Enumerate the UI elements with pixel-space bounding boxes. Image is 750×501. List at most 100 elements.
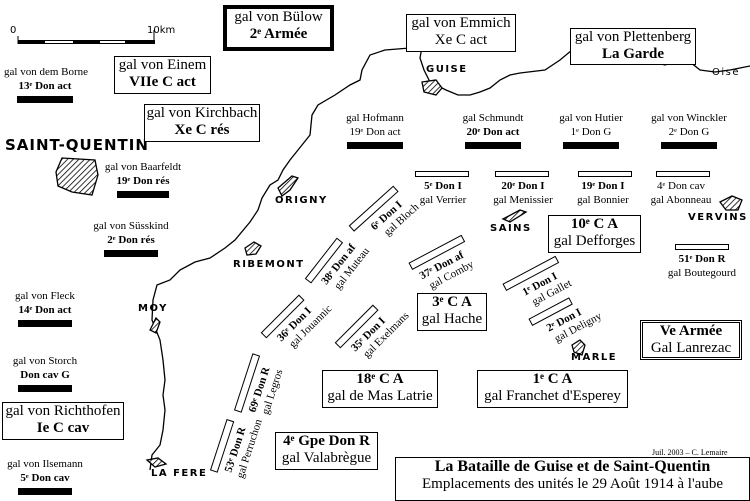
unit-general: gal Verrier (419, 193, 467, 206)
unit-general: gal von Ilsemann (7, 458, 83, 470)
box-hache: 3ᵉ C A gal Hache (417, 293, 487, 331)
box-mas-latrie-unit: 18ᵉ C A (356, 371, 404, 387)
box-richthofen-unit: Ie C cav (36, 420, 90, 437)
unit-general: gal von Storch (12, 355, 78, 367)
unit-name: 19ᵉ Don rés (116, 174, 170, 187)
unit-name: 4ᵉ Don cav (656, 180, 706, 192)
french-unit: 19ᵉ Don I gal Bonnier (570, 180, 636, 208)
box-plettenberg: gal von Plettenberg La Garde (570, 28, 696, 65)
town-vervins: VERVINS (688, 212, 748, 223)
origny-town-shape (277, 175, 300, 197)
box-emmich: gal von Emmich Xe C act (406, 14, 516, 52)
box-valabregue-unit: 4ᵉ Gpe Don R (283, 433, 370, 449)
la-fere-town-shape (145, 457, 168, 468)
river-label: Oise (712, 67, 741, 78)
german-unit-bar (18, 487, 72, 495)
box-richthofen: gal von Richthofen Ie C cav (2, 402, 124, 440)
town-marle: MARLE (571, 352, 618, 363)
box-franchet: 1ᵉ C A gal Franchet d'Esperey (477, 370, 628, 408)
german-unit-bar (18, 384, 72, 392)
unit-general: gal von Süsskind (93, 220, 169, 232)
unit-name: 51ᵉ Don R (678, 253, 726, 265)
german-unit-bar (17, 95, 73, 103)
scale-start-label: 0 (10, 25, 17, 36)
guise-town-shape (421, 79, 443, 96)
box-defforges-general: gal Defforges (553, 233, 636, 250)
box-einem: gal von Einem VIIe C act (114, 56, 211, 94)
unit-name: Don cav G (20, 368, 70, 381)
german-unit-bar (104, 249, 158, 257)
vervins-town-shape (719, 195, 743, 211)
unit-general: gal Hofmann (346, 112, 404, 124)
town-origny: ORIGNY (275, 195, 328, 206)
french-unit-bar (656, 171, 710, 177)
unit-general: gal Boutegourd (667, 266, 737, 279)
town-sains: SAINS (490, 223, 532, 234)
map-title: La Bataille de Guise et de Saint-Quentin (434, 458, 711, 475)
french-unit-bar (578, 171, 632, 177)
unit-general: gal von Fleck (15, 290, 75, 302)
french-unit-bar (675, 244, 729, 250)
town-la-fere: LA FERE (151, 468, 208, 479)
unit-name: 20ᵉ Don act (466, 125, 520, 138)
credit-text: Juil. 2003 – C. Lemaire (652, 448, 728, 457)
unit-general: gal Schmundt (462, 112, 524, 124)
box-bulow-unit: 2ᵉ Armée (249, 26, 308, 43)
german-unit-bar (18, 319, 72, 327)
unit-name: 2ᵉ Don G (668, 125, 710, 138)
box-einem-unit: VIIe C act (129, 74, 196, 91)
german-unit: gal von Ilsemann 5ᵉ Don cav (4, 458, 86, 495)
unit-name: 13ᵉ Don act (18, 79, 72, 92)
unit-general: gal Bonnier (577, 193, 629, 206)
box-lanrezac: Ve Armée Gal Lanrezac (640, 320, 742, 360)
saint-quentin-town-shape (55, 157, 99, 196)
unit-general: gal von Baarfeldt (104, 161, 182, 173)
box-emmich-unit: Xe C act (434, 32, 488, 49)
french-unit-bar (495, 171, 549, 177)
box-franchet-unit: 1ᵉ C A (532, 371, 573, 387)
unit-general: gal von Hutier (559, 112, 623, 124)
town-guise: GUISE (426, 64, 468, 75)
box-plettenberg-general: gal von Plettenberg (574, 29, 692, 45)
box-plettenberg-unit: La Garde (601, 46, 665, 63)
unit-name: 20ᵉ Don I (501, 180, 545, 192)
french-unit: 4ᵉ Don cav gal Abonneau (648, 180, 714, 208)
box-kirchbach-unit: Xe C rés (174, 122, 230, 139)
box-kirchbach: gal von Kirchbach Xe C rés (144, 104, 260, 142)
unit-name: 1ᵉ Don G (570, 125, 612, 138)
german-unit: gal von Winckler 2ᵉ Don G (646, 112, 732, 149)
french-unit: 20ᵉ Don I gal Menissier (490, 180, 556, 208)
german-unit: gal von Süsskind 2ᵉ Don rés (90, 220, 172, 257)
box-franchet-general: gal Franchet d'Esperey (484, 388, 621, 405)
unit-name: 19ᵉ Don I (581, 180, 625, 192)
box-mas-latrie: 18ᵉ C A gal de Mas Latrie (322, 370, 438, 408)
box-hache-general: gal Hache (421, 311, 483, 328)
french-unit: 5ᵉ Don I gal Verrier (410, 180, 476, 208)
box-defforges: 10ᵉ C A gal Defforges (548, 215, 641, 253)
german-unit: gal Schmundt 20ᵉ Don act (450, 112, 536, 149)
box-lanrezac-general: Gal Lanrezac (650, 340, 732, 357)
unit-name: 14ᵉ Don act (18, 303, 72, 316)
box-einem-general: gal von Einem (118, 57, 207, 73)
french-unit-bar (415, 171, 469, 177)
unit-name: 19ᵉ Don act (349, 125, 401, 138)
box-hache-unit: 3ᵉ C A (432, 294, 472, 310)
german-unit: gal von Hutier 1ᵉ Don G (548, 112, 634, 149)
town-ribemont: RIBEMONT (233, 259, 305, 270)
box-bulow-general: gal von Bülow (234, 9, 323, 25)
moy-town-shape (149, 316, 161, 334)
german-unit: gal von dem Borne 13ᵉ Don act (4, 66, 89, 103)
box-mas-latrie-general: gal de Mas Latrie (327, 388, 433, 405)
unit-general: gal Menissier (493, 193, 553, 206)
box-emmich-general: gal von Emmich (411, 15, 511, 31)
unit-name: 5ᵉ Don cav (20, 471, 70, 484)
unit-name: 2ᵉ Don rés (107, 233, 155, 246)
box-defforges-unit: 10ᵉ C A (570, 216, 619, 232)
unit-general: gal von dem Borne (4, 66, 89, 78)
french-unit: 51ᵉ Don R gal Boutegourd (665, 253, 739, 281)
sains-town-shape (501, 209, 528, 223)
town-moy: MOY (138, 303, 168, 314)
german-unit-bar (347, 141, 403, 149)
german-unit-bar (661, 141, 717, 149)
